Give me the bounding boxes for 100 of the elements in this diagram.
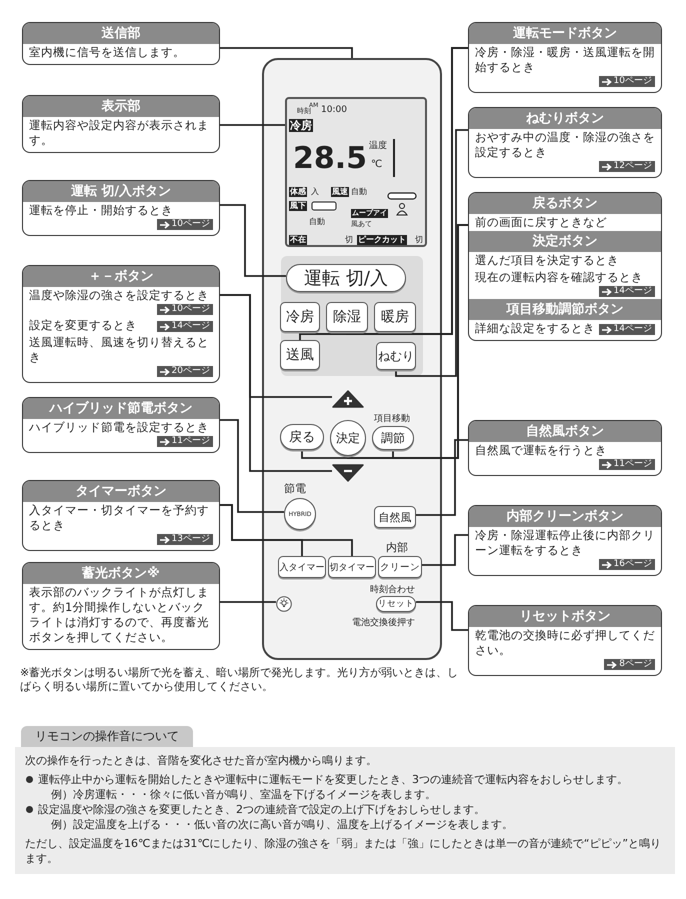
description-text: 温度や除湿の強さを設定するとき (29, 288, 209, 303)
callout-heading: 項目移動調節ボタン (469, 299, 661, 320)
page-number: 16ページ (614, 559, 652, 570)
minus-button (332, 464, 364, 482)
display-text: 自動 (309, 217, 325, 227)
leader-line (416, 439, 468, 516)
callout-box (468, 192, 662, 341)
description-text: 冷房・除湿・暖房・送風運転を開始するとき (475, 45, 655, 75)
description-text: 送風運転時、風速を切り替えるとき (29, 335, 210, 365)
button-caption: 内部 (386, 540, 408, 555)
display-text: 自動 (351, 187, 367, 197)
status-indicator: 冷房 (289, 119, 313, 132)
callout-heading: タイマーボタン (23, 481, 219, 502)
description-text: 運転内容や設定内容が表示されます。 (29, 118, 210, 148)
note-text: 運転停止中から運転を開始したときや運転中に運転モードを変更したとき、3つの連続音で運転内容をおしらせします。 (38, 773, 628, 786)
callout-heading: 決定ボタン (469, 231, 661, 252)
description-text: 乾電池の交換時に必ず押してください。 (475, 628, 655, 658)
page-number: 13ページ (172, 534, 210, 545)
description-text: ハイブリッド節電を設定するとき (29, 420, 209, 435)
callout-heading: 送信部 (23, 23, 219, 44)
adjust-button: 調節 (372, 426, 414, 450)
light-button (276, 596, 292, 612)
power-button: 運転 切/入 (286, 264, 406, 292)
description-text: 室内機に信号を送信します。 (29, 45, 185, 60)
remote-control-body (262, 58, 442, 660)
page-number: 14ページ (614, 324, 652, 335)
example-text: 例）設定温度を上げる・・・低い音の次に高い音が鳴り、温度を上げるイメージを表します。 (51, 818, 513, 831)
callout-box (468, 505, 662, 576)
natural-wind-button: 自然風 (374, 506, 416, 528)
callout-heading: ハイブリッド節電ボタン (23, 398, 219, 419)
display-text: 10:00 (321, 105, 347, 116)
description-text: 冷房・除湿運転停止後に内部クリーン運転をするとき (475, 528, 655, 558)
callout-heading: 戻るボタン (469, 193, 661, 214)
page-number: 14ページ (172, 321, 210, 332)
description-text: 現在の運転内容を確認するとき (475, 270, 643, 285)
callout-box (468, 420, 662, 476)
callout-box (22, 397, 220, 453)
button-caption: 時刻合わせ (370, 584, 415, 596)
callout-box (22, 22, 220, 65)
description-text: 設定を変更するとき (29, 318, 137, 333)
callout-heading: 運転 切/入ボタン (23, 181, 219, 202)
note-text: ただし、設定温度を16℃または31℃にしたり、除湿の強さを「弱」または「強」にしたときは単一の音が連続で“ピピッ”と鳴ります。 (25, 837, 662, 865)
page-number: 10ページ (172, 304, 210, 315)
temperature-reading: 28.5 (293, 143, 368, 175)
mode-button: 暖房 (374, 302, 416, 332)
mode-button: 冷房 (280, 302, 320, 332)
mode-button: 送風 (280, 340, 320, 370)
status-indicator: ピークカット (357, 235, 407, 245)
leader-line (220, 204, 286, 277)
leader-line (220, 47, 353, 58)
sleep-button: ねむり (376, 342, 416, 370)
timer-button: 切タイマー (328, 556, 376, 578)
page-number: 20ページ (172, 366, 210, 377)
leader-line (392, 224, 468, 459)
description-text: おやすみ中の温度・除湿の強さを設定するとき (475, 130, 655, 160)
button-caption: 節電 (284, 481, 306, 496)
callout-box (22, 95, 220, 153)
note-text: 次の操作を行ったときは、音階を変化させた音が室内機から鳴ります。 (25, 754, 377, 767)
display-text: 入 (311, 187, 319, 197)
timer-button: 入タイマー (278, 556, 326, 578)
callout-box (22, 480, 220, 551)
leader-line (220, 124, 285, 126)
description-text: 入タイマー・切タイマーを予約するとき (29, 503, 210, 533)
lcd-display (285, 97, 427, 247)
status-indicator: 風下 (289, 201, 307, 211)
leader-line (220, 504, 353, 556)
display-text: ℃ (371, 159, 382, 171)
leader-line (422, 534, 468, 566)
leader-line (220, 601, 276, 603)
enter-button: 決定 (330, 420, 366, 456)
page-number: 14ページ (614, 286, 652, 297)
leader-line (395, 129, 468, 377)
button-caption: 電池交換後押す (352, 616, 415, 629)
page-number: 10ページ (614, 76, 652, 87)
display-text: 切 (345, 235, 353, 245)
note-text: 設定温度や除湿の強さを変更したとき、2つの連続音で設定の上げ下げをおしらせします。 (38, 803, 485, 816)
status-indicator: 不在 (289, 235, 307, 245)
callout-heading: 蓄光ボタン※ (23, 563, 219, 584)
page-number: 8ページ (619, 659, 652, 670)
callout-heading: 運転モードボタン (469, 23, 661, 44)
page-number: 12ページ (614, 161, 652, 172)
button-caption: 項目移動 (374, 412, 410, 425)
callout-box (22, 562, 220, 650)
description-text: 運転を停止・開始するとき (29, 203, 173, 218)
page-number: 10ページ (172, 219, 210, 230)
callout-heading: ねむりボタン (469, 108, 661, 129)
callout-box (22, 180, 220, 236)
reset-button: リセット (376, 596, 416, 612)
status-indicator: 風速 (331, 187, 349, 197)
description-text: 詳細な設定をするとき (475, 321, 595, 336)
callout-box (468, 605, 662, 676)
clean-button: クリーン (378, 556, 422, 578)
callout-box (468, 22, 662, 93)
status-indicator: 体感 (289, 187, 307, 197)
example-text: 例）冷房運転・・・徐々に低い音が鳴り、室温を下げるイメージを表します。 (51, 788, 436, 801)
callout-heading: 表示部 (23, 96, 219, 117)
page-number: 11ページ (614, 459, 652, 470)
callout-heading: 内部クリーンボタン (469, 506, 661, 527)
back-button: 戻る (280, 424, 324, 450)
callout-box (468, 107, 662, 178)
